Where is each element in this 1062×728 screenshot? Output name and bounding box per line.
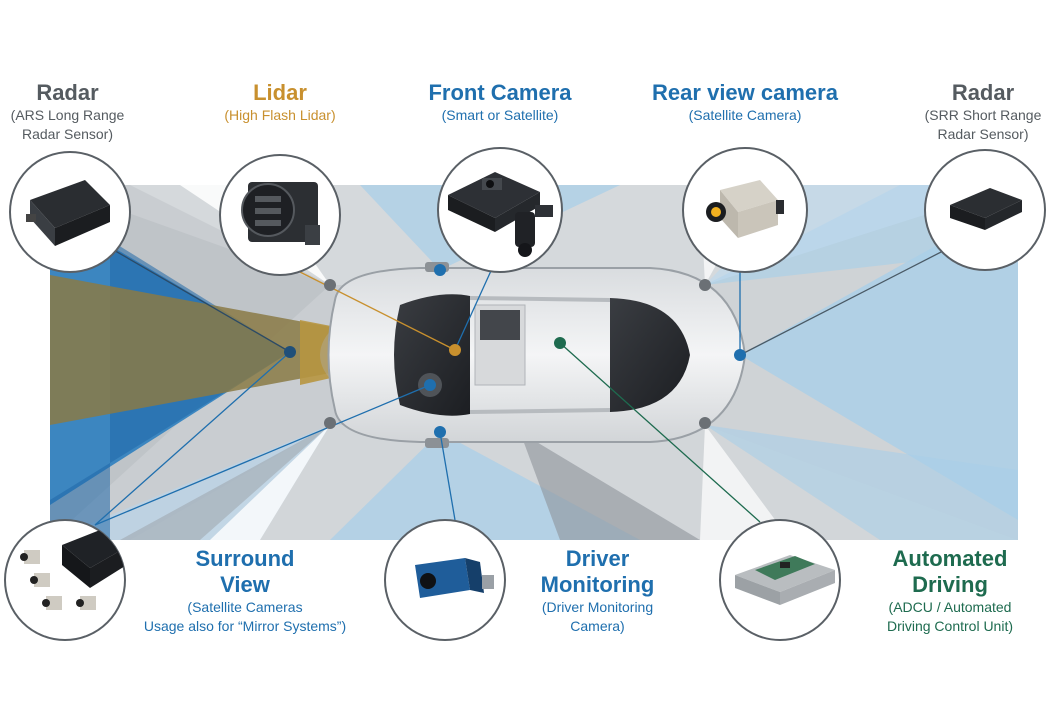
surround-view-title2: View — [220, 572, 270, 597]
control-unit-icon — [735, 555, 835, 605]
surround-cameras-icon — [20, 530, 125, 610]
radar-long-sub1: (ARS Long Range — [10, 107, 125, 123]
rear-camera-title: Rear view camera — [652, 80, 838, 105]
front-camera-label: Front Camera (Smart or Satellite) — [400, 80, 600, 125]
radar-sensor-icon — [26, 180, 110, 246]
short-range-radar-circle — [924, 149, 1046, 271]
lidar-label: Lidar (High Flash Lidar) — [195, 80, 365, 125]
front-camera-sub1: (Smart or Satellite) — [441, 107, 559, 123]
automated-driving-title2: Driving — [912, 572, 988, 597]
driver-monitoring-circle — [384, 519, 506, 641]
radar-long-label: Radar (ARS Long Range Radar Sensor) — [0, 80, 135, 144]
driver-monitoring-camera-icon — [415, 558, 494, 598]
driver-monitoring-label: Driver Monitoring (Driver Monitoring Cam… — [515, 546, 680, 636]
rear-camera-icon — [706, 180, 784, 238]
front-camera-icon — [448, 172, 553, 257]
driver-monitoring-sub1: (Driver Monitoring — [541, 599, 654, 615]
short-range-radar-icon — [950, 188, 1022, 230]
surround-view-title1: Surround — [195, 546, 295, 571]
surround-view-circle — [4, 519, 126, 641]
radar-short-title: Radar — [951, 80, 1015, 105]
lidar-sensor-circle — [219, 154, 341, 276]
surround-view-label: Surround View (Satellite Cameras Usage a… — [120, 546, 370, 636]
driver-monitoring-title1: Driver — [565, 546, 630, 571]
connector-lines — [94, 244, 946, 526]
radar-long-title: Radar — [36, 80, 99, 105]
front-camera-circle — [437, 147, 563, 273]
lidar-title: Lidar — [253, 80, 307, 105]
car-top-view-icon — [320, 262, 747, 448]
driver-monitoring-sub2: Camera) — [570, 618, 625, 634]
radar-short-sub2: Radar Sensor) — [937, 126, 1029, 142]
rear-camera-sub1: (Satellite Camera) — [688, 107, 802, 123]
automated-driving-label: Automated Driving (ADCU / Automated Driv… — [850, 546, 1050, 636]
automated-driving-sub1: (ADCU / Automated — [888, 599, 1012, 615]
automated-driving-circle — [719, 519, 841, 641]
rear-camera-label: Rear view camera (Satellite Camera) — [630, 80, 860, 125]
radar-short-sub1: (SRR Short Range — [924, 107, 1042, 123]
lidar-sub1: (High Flash Lidar) — [224, 107, 336, 123]
radar-short-label: Radar (SRR Short Range Radar Sensor) — [908, 80, 1058, 144]
front-camera-title: Front Camera — [428, 80, 572, 105]
surround-view-sub2: Usage also for “Mirror Systems”) — [143, 618, 347, 634]
lidar-sensor-icon — [241, 182, 320, 245]
short-range-beam — [705, 425, 1018, 540]
automated-driving-sub2: Driving Control Unit) — [886, 618, 1014, 634]
driver-monitoring-title2: Monitoring — [540, 572, 655, 597]
radar-sensor-circle — [9, 151, 131, 273]
automated-driving-title1: Automated — [892, 546, 1008, 571]
sensor-dots — [284, 264, 746, 438]
surround-view-sub1: (Satellite Cameras — [187, 599, 303, 615]
lidar-beam — [50, 275, 455, 425]
rear-camera-circle — [682, 147, 808, 273]
radar-long-sub2: Radar Sensor) — [21, 126, 114, 142]
short-range-beam — [740, 200, 1018, 520]
